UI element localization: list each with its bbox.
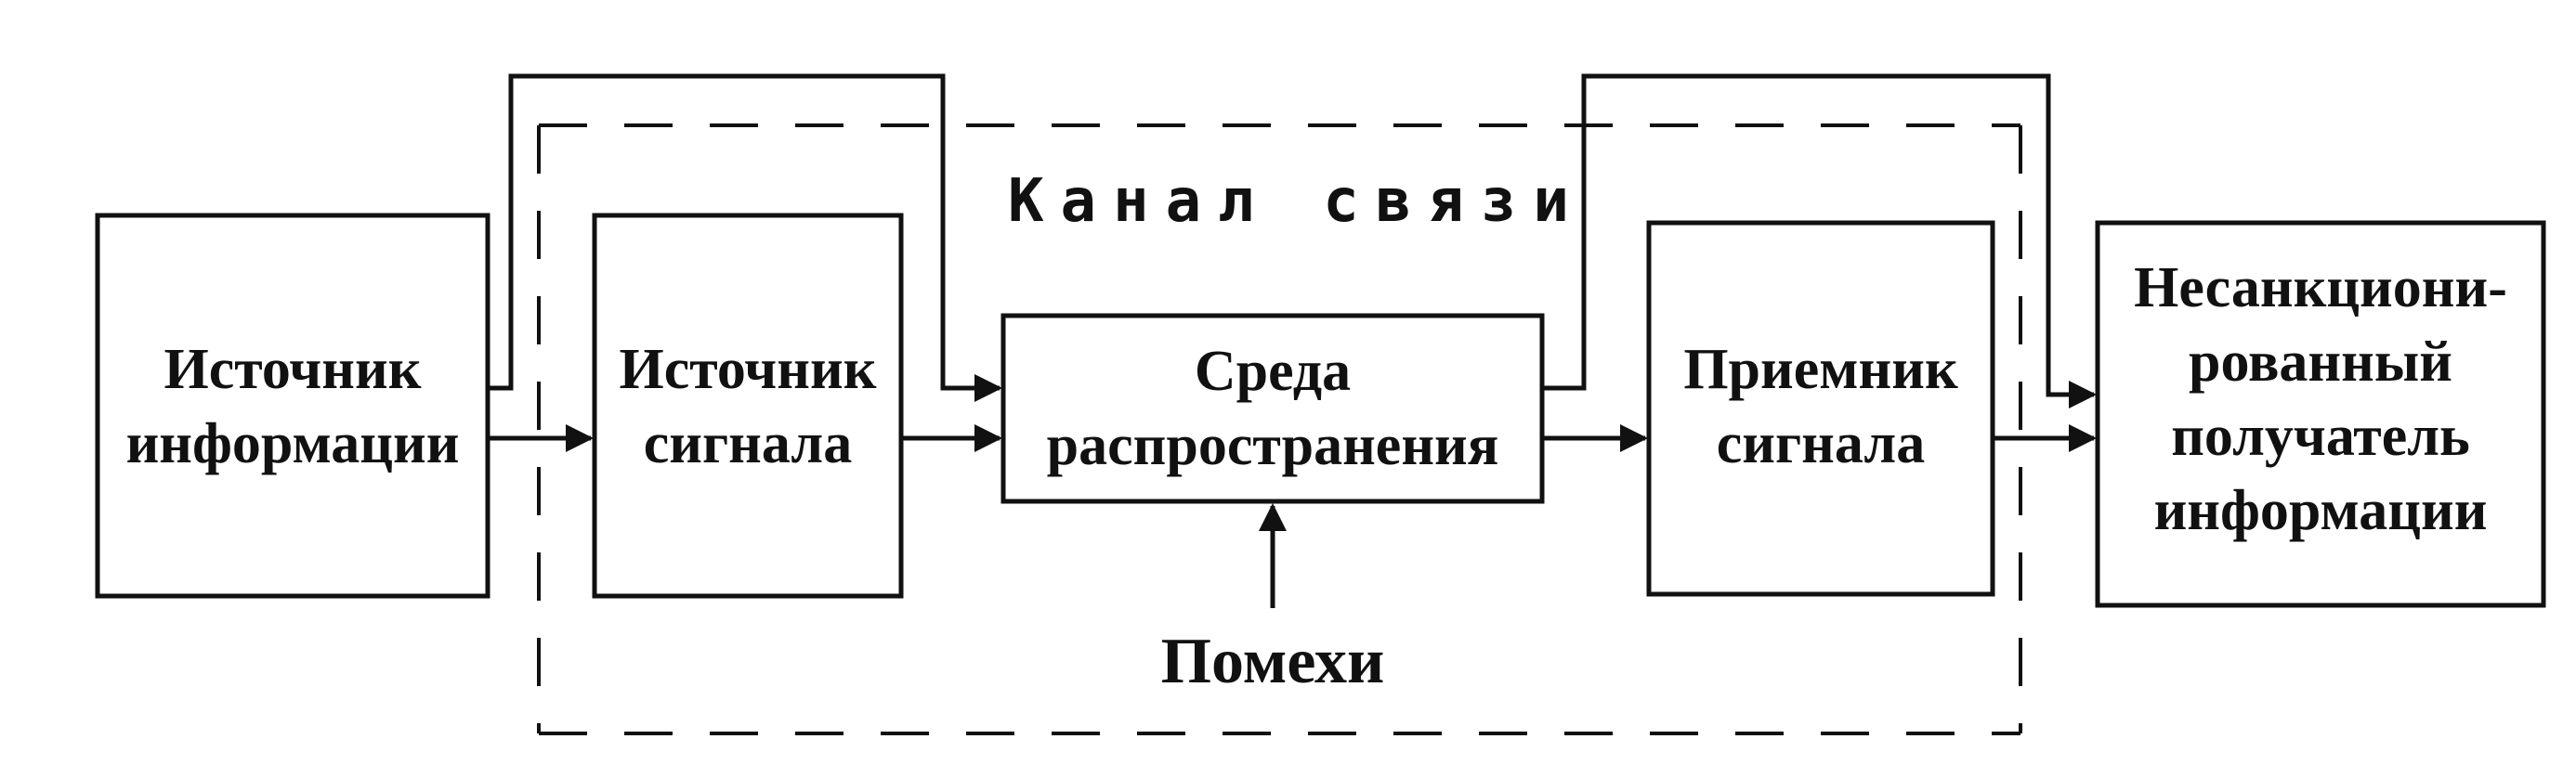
tap-medium-to-unauthorized: [1542, 73, 2097, 408]
block-unauthorized-line-4: информации: [2154, 479, 2488, 542]
channel-boundary: [537, 123, 2022, 735]
block-signal-receiver-line-1: Приемник: [1683, 338, 1958, 401]
block-signal-receiver: Приемник сигнала: [1646, 220, 1995, 597]
block-unauthorized-line-3: получатель: [2171, 405, 2470, 468]
block-unauthorized-receiver: Несанкциони- рованный получатель информа…: [2095, 220, 2546, 608]
channel-title: Канал связи: [1008, 167, 1586, 236]
noise-label: Помехи: [1161, 626, 1385, 697]
block-signal-source-line-1: Источник: [620, 338, 877, 401]
block-unauthorized-line-1: Несанкциони-: [2134, 256, 2507, 319]
bypass-info-to-medium: [488, 73, 1002, 402]
block-unauthorized-line-2: рованный: [2189, 331, 2452, 394]
block-info-source: Источник информации: [95, 213, 490, 599]
block-medium: Среда распространения: [1000, 313, 1545, 504]
block-signal-receiver-line-2: сигнала: [1717, 412, 1925, 475]
block-signal-source-line-2: сигнала: [644, 412, 852, 475]
block-signal-source: Источник сигнала: [592, 213, 904, 599]
block-info-source-line-1: Источник: [164, 338, 422, 401]
block-info-source-line-2: информации: [126, 412, 460, 475]
block-medium-line-1: Среда: [1195, 340, 1351, 403]
block-medium-line-2: распространения: [1047, 414, 1499, 477]
